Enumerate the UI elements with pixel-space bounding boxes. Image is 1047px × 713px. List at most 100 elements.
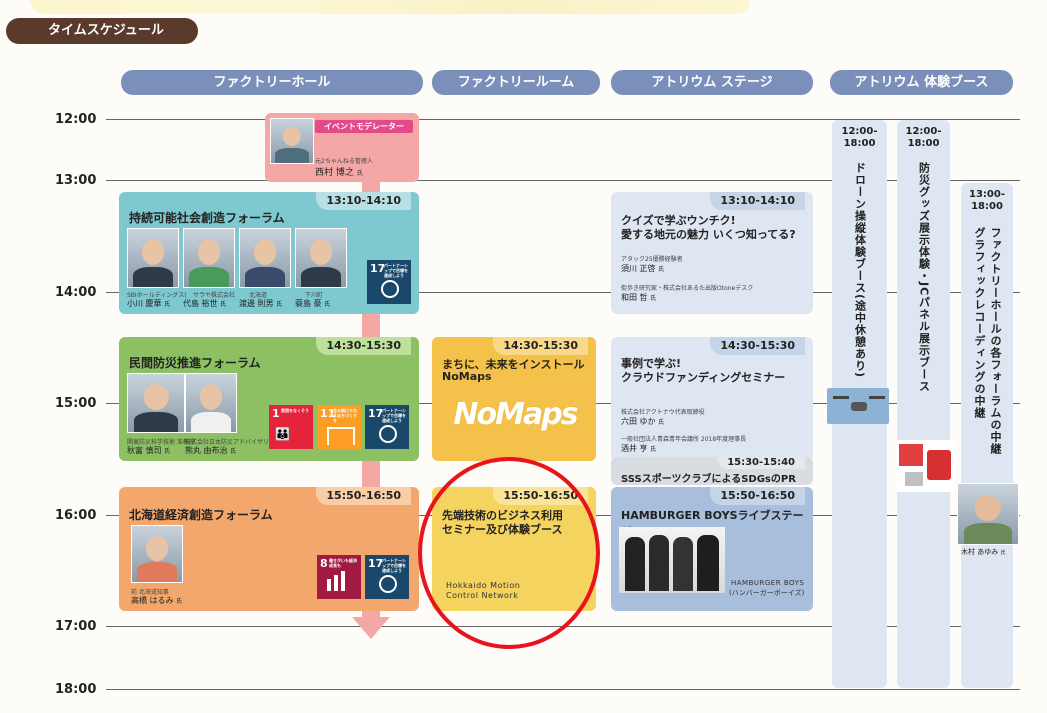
- tab-atrium-booth[interactable]: アトリウム 体験ブース: [830, 70, 1013, 95]
- panelist-name: 渡邊 則男: [239, 299, 274, 308]
- speaker-org: 一般社団法人青森青年会議所 2018年度理事長: [621, 436, 747, 443]
- disaster-goods-booth-column[interactable]: 12:00-18:00 防災グッズ展示体験・JCパネル展示ブース: [897, 120, 955, 688]
- name-suffix: 氏: [164, 448, 171, 455]
- band-caption: (ハンバーガーボーイズ): [729, 589, 805, 597]
- crowdfunding-card[interactable]: 14:30-15:30 事例で学ぶ! クラウドファンディングセミナー 株式会社ア…: [611, 337, 813, 461]
- arrow-down-icon: [352, 617, 390, 639]
- name-suffix: 氏: [324, 301, 331, 308]
- session-title: NoMaps: [442, 370, 492, 383]
- session-time: 15:50-16:50: [316, 487, 411, 505]
- name-suffix: 氏: [276, 301, 283, 308]
- sdg-label: パートナーシップで目標を達成しよう: [382, 408, 406, 423]
- moderator-badge: イベントモデレーター: [315, 120, 413, 133]
- panelist-org: 前 北海道知事: [131, 589, 169, 596]
- graphic-recording-booth-column[interactable]: 13:00-18:00 ファクトリーホールの各フォーラムの中継 グラフィックレコ…: [957, 183, 1019, 688]
- panelist-org: 北海道: [249, 292, 268, 299]
- band-caption: HAMBURGER BOYS: [731, 579, 805, 587]
- sdg-label: 貧困をなくそう: [281, 408, 309, 413]
- sdg-label: 働きがいも経済成長も: [329, 558, 357, 568]
- name-suffix: 氏: [356, 170, 363, 177]
- session-title: 民間防災推進フォーラム: [129, 356, 261, 370]
- sdg-17-icon: 17 パートナーシップで目標を達成しよう: [367, 260, 411, 304]
- speaker-name: 酒井 亨: [621, 444, 648, 453]
- panelist-photo: [185, 373, 237, 433]
- sdg-label: 住み続けられるまちづくりを: [333, 408, 357, 423]
- timeline-rule: [106, 292, 1020, 293]
- sss-pr-card[interactable]: 15:30-15:40 SSSスポーツクラブによるSDGsのPR: [611, 457, 813, 485]
- quiz-seminar-card[interactable]: 13:10-14:10 クイズで学ぶウンチク! 愛する地元の魅力 いくつ知ってる…: [611, 192, 813, 314]
- speaker-name: 和田 哲: [621, 293, 648, 302]
- session-time: 14:30-15:30: [493, 337, 588, 355]
- panelist-name: 高橋 はるみ: [131, 596, 174, 605]
- speaker-name: 六田 ゆか: [621, 417, 656, 426]
- booth-time-start: 12:00-: [905, 126, 942, 137]
- hamburger-boys-card[interactable]: 15:50-16:50 HAMBURGER BOYSライブステージ HAMBUR…: [611, 487, 813, 611]
- booth-label: グラフィックレコーディングの中継: [973, 227, 986, 419]
- sdg-8-icon: 8 働きがいも経済成長も: [317, 555, 361, 599]
- panelist-photo: [131, 525, 183, 583]
- moderator-role: 元2ちゃんねる管理人: [315, 158, 373, 165]
- booth-time-start: 13:00-: [969, 189, 1005, 200]
- time-label: 14:00: [55, 285, 97, 300]
- moderator-card[interactable]: イベントモデレーター 元2ちゃんねる管理人 西村 博之 氏: [265, 113, 419, 182]
- sdg-17-icon: 17 パートナーシップで目標を達成しよう: [365, 555, 409, 599]
- panelist-org: サラヤ株式会社: [193, 292, 236, 299]
- forum-sustainable-card[interactable]: 13:10-14:10 持続可能社会創造フォーラム SBIホールディングス(株)…: [119, 192, 419, 314]
- name-suffix: 氏: [164, 301, 171, 308]
- time-label: 13:00: [55, 173, 97, 188]
- time-label: 15:00: [55, 396, 97, 411]
- tab-atrium-stage[interactable]: アトリウム ステージ: [611, 70, 813, 95]
- name-suffix: 氏: [176, 598, 183, 605]
- tab-factory-room[interactable]: ファクトリールーム: [432, 70, 600, 95]
- panelist-org: 関東防災科学技術 准教授: [127, 439, 195, 446]
- drone-booth-column[interactable]: 12:00-18:00 ドローン操縦体験ブース(途中休憩あり): [827, 120, 889, 688]
- panelist-photo: [127, 228, 179, 288]
- session-title: クイズで学ぶウンチク!: [621, 214, 736, 227]
- booth-time-start: 12:00-: [841, 126, 878, 137]
- panelist-photo: [295, 228, 347, 288]
- disaster-goods-image: [897, 440, 955, 492]
- session-time: 13:10-14:10: [316, 192, 411, 210]
- name-suffix: 氏: [230, 448, 237, 455]
- panelist-photo: [183, 228, 235, 288]
- nomaps-card[interactable]: 14:30-15:30 まちに、未来をインストール NoMaps NoMaps: [432, 337, 596, 461]
- page-title: タイムスケジュール: [6, 18, 198, 44]
- panelist-name: 蓑島 豪: [295, 299, 322, 308]
- name-suffix: 氏: [650, 295, 657, 302]
- speaker-org: アタック25優勝経験者: [621, 256, 683, 263]
- sdg-17-icon: 17 パートナーシップで目標を達成しよう: [365, 405, 409, 449]
- name-suffix: 氏: [650, 446, 657, 453]
- sdg-1-icon: 1 貧困をなくそう 👪: [269, 405, 313, 449]
- highlight-circle: [418, 457, 600, 649]
- timeline-rule: [106, 180, 1020, 181]
- panelist-name: 小川 慶華: [127, 299, 162, 308]
- session-title: 事例で学ぶ!: [621, 357, 682, 370]
- session-title: まちに、未来をインストール: [442, 358, 585, 371]
- recorder-name: 木村 あゆみ: [961, 548, 999, 556]
- booth-label: ファクトリーホールの各フォーラムの中継: [989, 227, 1002, 455]
- booth-time-end: 18:00: [843, 138, 876, 149]
- name-suffix: 氏: [658, 419, 665, 426]
- name-suffix: 氏: [658, 266, 665, 273]
- session-time: 14:30-15:30: [316, 337, 411, 355]
- sdg-label: パートナーシップで目標を達成しよう: [382, 558, 406, 573]
- booth-label: ドローン操縦体験ブース(途中休憩あり): [853, 162, 867, 379]
- forum-disaster-card[interactable]: 14:30-15:30 民間防災推進フォーラム 関東防災科学技術 准教授 株式会…: [119, 337, 419, 461]
- band-photo: [619, 527, 725, 593]
- tab-factory-hall[interactable]: ファクトリーホール: [121, 70, 423, 95]
- booth-label: 防災グッズ展示体験・JCパネル展示ブース: [917, 162, 931, 393]
- panelist-photo: [127, 373, 185, 433]
- forum-economy-card[interactable]: 15:50-16:50 北海道経済創造フォーラム 前 北海道知事 高橋 はるみ …: [119, 487, 419, 611]
- speaker-name: 須川 正啓: [621, 264, 656, 273]
- session-time: 15:30-15:40: [717, 457, 805, 469]
- name-suffix: 氏: [1000, 550, 1006, 556]
- booth-time-end: 18:00: [907, 138, 940, 149]
- session-title: SSSスポーツクラブによるSDGsのPR: [621, 474, 796, 485]
- timeline-rule: [106, 119, 1020, 120]
- session-title: クラウドファンディングセミナー: [621, 371, 786, 384]
- session-title: 愛する地元の魅力 いくつ知ってる?: [621, 228, 796, 241]
- time-label: 16:00: [55, 508, 97, 523]
- panelist-name: 秋富 慎司: [127, 446, 162, 455]
- recorder-photo: [957, 483, 1019, 545]
- timeline-rule: [106, 689, 1020, 690]
